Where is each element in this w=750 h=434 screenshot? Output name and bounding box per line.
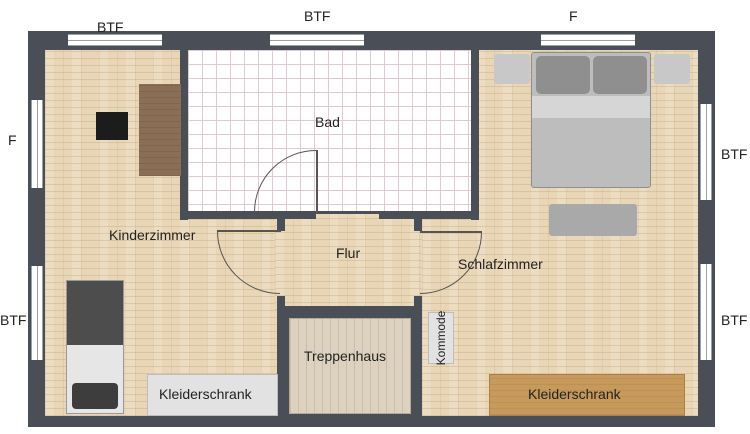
wardrobe-left bbox=[147, 374, 278, 416]
window-label-left-upper: F bbox=[8, 132, 17, 148]
room-label-kinderzimmer: Kinderzimmer bbox=[109, 227, 196, 243]
window-label-top-right: F bbox=[569, 8, 578, 24]
wall-stair-right bbox=[414, 296, 422, 421]
window-top-left bbox=[68, 34, 162, 46]
wardrobe-right bbox=[489, 374, 685, 416]
nightstand-right bbox=[654, 54, 690, 84]
wall-bad-left bbox=[180, 48, 188, 220]
door-bad-leaf bbox=[316, 150, 318, 214]
dresser bbox=[428, 312, 454, 364]
dresser-label: Kommode bbox=[434, 310, 448, 366]
wardrobe-left-label: Kleiderschrank bbox=[159, 386, 252, 402]
desk bbox=[139, 84, 181, 176]
bad-floor bbox=[188, 50, 471, 211]
room-label-schlafzimmer: Schlafzimmer bbox=[458, 256, 543, 272]
nightstand-left bbox=[494, 54, 530, 84]
bench bbox=[549, 204, 637, 236]
window-label-left-lower: BTF bbox=[0, 312, 27, 328]
wall-bad-bottom-right bbox=[379, 211, 479, 219]
double-bed-sheet bbox=[532, 96, 650, 118]
window-left-lower bbox=[31, 266, 43, 360]
pillow-left bbox=[536, 56, 590, 94]
wall-flur-right-stub bbox=[414, 211, 422, 231]
child-bed-blanket bbox=[67, 281, 123, 345]
wall-stair-left bbox=[277, 296, 285, 421]
desk-chair bbox=[96, 112, 128, 140]
wall-flur-left-stub bbox=[277, 211, 285, 231]
wall-bad-bottom-left bbox=[180, 211, 316, 219]
window-right-lower bbox=[700, 264, 712, 360]
room-label-bad: Bad bbox=[315, 114, 340, 130]
room-label-flur: Flur bbox=[336, 245, 361, 261]
wall-stair-top bbox=[277, 306, 422, 314]
pillow-right bbox=[593, 56, 647, 94]
window-label-right-lower: BTF bbox=[721, 312, 748, 328]
treppenhaus-stairs bbox=[289, 318, 411, 414]
window-top-center bbox=[270, 34, 364, 46]
wardrobe-right-label: Kleiderschrank bbox=[528, 386, 621, 402]
window-right-upper bbox=[700, 104, 712, 200]
child-bed-pillow bbox=[72, 383, 118, 409]
room-label-treppenhaus: Treppenhaus bbox=[304, 348, 386, 364]
window-label-top-center: BTF bbox=[304, 8, 331, 24]
flur-floor bbox=[275, 214, 430, 310]
window-label-top-left: BTF bbox=[97, 19, 124, 35]
wall-bad-right bbox=[471, 48, 479, 220]
window-top-right bbox=[541, 34, 635, 46]
window-label-right-upper: BTF bbox=[721, 146, 748, 162]
window-left-upper bbox=[31, 100, 43, 188]
